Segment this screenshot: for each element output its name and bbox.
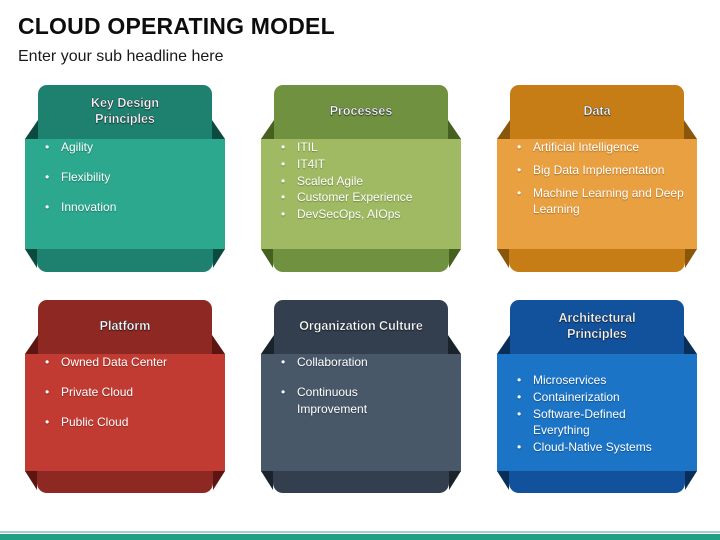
fold-decoration [497,471,509,490]
list-item: Microservices [517,372,681,389]
fold-decoration [212,120,225,139]
box-footer-tab [509,471,685,493]
fold-decoration [448,335,461,354]
list-item: Collaboration [281,354,417,371]
box-footer-tab [37,249,213,272]
box-footer-tab [273,249,449,272]
list-item: ITIL [281,139,453,156]
list-item: Customer Experience [281,189,453,206]
list-item: Flexibility [45,169,217,186]
fold-decoration [449,471,461,490]
fold-decoration [25,335,38,354]
fold-decoration [212,335,225,354]
list-item: Scaled Agile [281,173,453,190]
list-item: Owned Data Center [45,354,217,371]
fold-decoration [497,335,510,354]
fold-decoration [448,120,461,139]
fold-decoration [261,471,273,490]
list-item: Machine Learning and Deep Learning [517,185,689,219]
bullet-list: Owned Data CenterPrivate CloudPublic Clo… [25,354,225,430]
fold-decoration [685,249,697,268]
fold-decoration [261,249,273,268]
bullet-list: AgilityFlexibilityInnovation [25,139,225,215]
bullet-list: MicroservicesContainerizationSoftware-De… [497,354,697,456]
fold-decoration [261,120,274,139]
list-item: Artificial Intelligence [517,139,689,156]
bullet-list: ITILIT4ITScaled AgileCustomer Experience… [261,139,461,223]
box-body: Artificial IntelligenceBig Data Implemen… [497,139,697,249]
box-header: Architectural Principles [510,300,684,354]
list-item: Containerization [517,389,681,406]
box-header: Key Design Principles [38,85,212,139]
footer-accent-line [0,531,720,533]
box-header: Platform [38,300,212,354]
bullet-list: CollaborationContinuous Improvement [261,354,461,417]
fold-decoration [213,249,225,268]
list-item: IT4IT [281,156,453,173]
fold-decoration [25,471,37,490]
box-footer-tab [37,471,213,493]
bullet-list: Artificial IntelligenceBig Data Implemen… [497,139,697,218]
fold-decoration [497,249,509,268]
list-item: Big Data Implementation [517,162,689,179]
list-item: DevSecOps, AIOps [281,206,453,223]
box-body: CollaborationContinuous Improvement [261,354,461,471]
page-title: CLOUD OPERATING MODEL [18,13,335,39]
list-item: Private Cloud [45,384,217,401]
box-header-label: Data [583,104,611,119]
box-body: AgilityFlexibilityInnovation [25,139,225,249]
box-header-label: Processes [329,104,393,119]
list-item: Innovation [45,199,217,216]
fold-decoration [25,249,37,268]
box-header-label: Organization Culture [299,319,423,334]
list-item: Agility [45,139,217,156]
box-header-label: Architectural Principles [558,311,636,341]
box-footer-tab [273,471,449,493]
list-item: Software-Defined Everything [517,406,681,440]
fold-decoration [261,335,274,354]
box-header: Processes [274,85,448,139]
box-header-label: Platform [99,319,151,334]
box-header: Data [510,85,684,139]
fold-decoration [685,471,697,490]
list-item: Cloud-Native Systems [517,439,681,456]
fold-decoration [684,335,697,354]
box-body: ITILIT4ITScaled AgileCustomer Experience… [261,139,461,249]
fold-decoration [684,120,697,139]
list-item: Public Cloud [45,414,217,431]
box-header: Organization Culture [274,300,448,354]
fold-decoration [449,249,461,268]
box-body: Owned Data CenterPrivate CloudPublic Clo… [25,354,225,471]
fold-decoration [497,120,510,139]
list-item: Continuous Improvement [281,384,417,418]
box-footer-tab [509,249,685,272]
box-header-label: Key Design Principles [90,96,160,126]
fold-decoration [213,471,225,490]
fold-decoration [25,120,38,139]
page-subtitle: Enter your sub headline here [18,48,224,65]
box-body: MicroservicesContainerizationSoftware-De… [497,354,697,471]
footer-bar [0,534,720,540]
